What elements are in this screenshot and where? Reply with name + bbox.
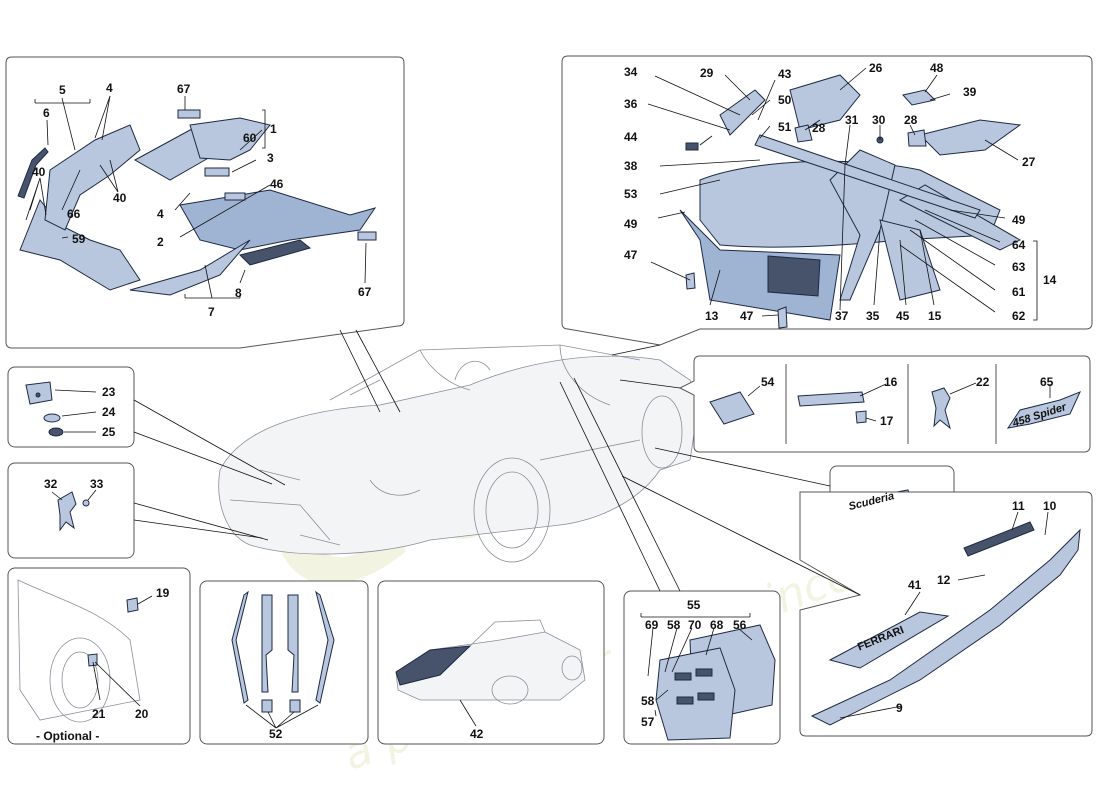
label-37: 37 xyxy=(835,309,849,323)
label-31: 31 xyxy=(845,113,859,127)
label-17: 17 xyxy=(880,414,894,428)
panel-badge-front: 23 24 25 xyxy=(7,366,135,448)
optional-caption: - Optional - xyxy=(36,729,99,743)
label-5: 5 xyxy=(59,83,66,97)
label-21: 21 xyxy=(92,707,106,721)
callout-lines xyxy=(133,329,861,596)
panel-sill: 11 10 12 41 9 xyxy=(799,491,1093,737)
label-49a: 49 xyxy=(624,217,638,231)
label-3: 3 xyxy=(267,151,274,165)
label-62: 62 xyxy=(1012,309,1026,323)
panel-front-lining: 5 4 6 67 1 60 3 40 40 66 46 4 2 59 8 7 6… xyxy=(5,56,405,349)
label-63: 63 xyxy=(1012,260,1026,274)
label-27: 27 xyxy=(1022,155,1036,169)
label-65: 65 xyxy=(1040,375,1054,389)
label-23: 23 xyxy=(102,385,116,399)
panel-livery: 42 xyxy=(377,580,605,745)
label-28a: 28 xyxy=(812,121,826,135)
label-59: 59 xyxy=(72,232,86,246)
label-52: 52 xyxy=(269,727,283,741)
label-61: 61 xyxy=(1012,285,1026,299)
label-10: 10 xyxy=(1043,499,1057,513)
label-58b: 58 xyxy=(641,694,655,708)
label-41: 41 xyxy=(908,578,922,592)
label-1: 1 xyxy=(270,122,277,136)
label-15: 15 xyxy=(928,309,942,323)
label-34: 34 xyxy=(624,65,638,79)
panel-emblems: 54 16 17 22 65 xyxy=(678,355,1091,453)
label-55: 55 xyxy=(687,598,701,612)
label-14: 14 xyxy=(1043,273,1057,287)
label-22: 22 xyxy=(976,375,990,389)
label-70: 70 xyxy=(688,618,702,632)
label-68: 68 xyxy=(710,618,724,632)
label-66: 66 xyxy=(67,207,81,221)
label-57: 57 xyxy=(641,715,655,729)
label-29: 29 xyxy=(700,66,714,80)
label-6: 6 xyxy=(43,106,50,120)
label-69: 69 xyxy=(645,618,659,632)
label-9: 9 xyxy=(896,701,903,715)
label-16: 16 xyxy=(884,375,898,389)
label-35: 35 xyxy=(866,309,880,323)
panel-stripes: 52 xyxy=(199,580,369,745)
label-12: 12 xyxy=(937,573,951,587)
label-40a: 40 xyxy=(32,165,46,179)
label-26: 26 xyxy=(869,61,883,75)
panel-optional-shields: 19 21 20 - Optional - xyxy=(7,567,191,745)
label-43: 43 xyxy=(778,67,792,81)
label-11: 11 xyxy=(1012,499,1025,513)
label-58a: 58 xyxy=(667,618,681,632)
label-25: 25 xyxy=(102,425,116,439)
label-20: 20 xyxy=(135,707,149,721)
label-4b: 4 xyxy=(157,207,164,221)
car-outline xyxy=(218,344,697,563)
label-13: 13 xyxy=(705,309,719,323)
label-56: 56 xyxy=(733,618,747,632)
panel-mats: 55 69 58 70 68 56 58 57 xyxy=(623,590,781,745)
label-19: 19 xyxy=(156,586,170,600)
label-47a: 47 xyxy=(624,248,638,262)
label-64: 64 xyxy=(1012,238,1026,252)
label-36: 36 xyxy=(624,97,638,111)
label-47b: 47 xyxy=(740,309,754,323)
label-44: 44 xyxy=(624,130,638,144)
label-8: 8 xyxy=(235,286,242,300)
label-28b: 28 xyxy=(904,113,918,127)
label-48: 48 xyxy=(930,61,944,75)
label-24: 24 xyxy=(102,405,116,419)
label-2: 2 xyxy=(157,235,164,249)
label-46: 46 xyxy=(270,177,284,191)
panel-engine-lining: 34 29 43 26 48 39 36 50 31 30 28 28 51 4… xyxy=(561,55,1093,346)
label-4a: 4 xyxy=(106,81,113,95)
label-40b: 40 xyxy=(113,191,127,205)
label-49b: 49 xyxy=(1012,213,1026,227)
label-30: 30 xyxy=(872,113,886,127)
label-42: 42 xyxy=(470,727,484,741)
label-60: 60 xyxy=(243,131,257,145)
label-33: 33 xyxy=(90,477,104,491)
label-38: 38 xyxy=(624,159,638,173)
label-39: 39 xyxy=(963,85,977,99)
label-67a: 67 xyxy=(177,82,191,96)
label-67b: 67 xyxy=(358,285,372,299)
label-45: 45 xyxy=(896,309,910,323)
label-32: 32 xyxy=(44,477,58,491)
label-53: 53 xyxy=(624,187,638,201)
label-54: 54 xyxy=(761,375,775,389)
panel-horse-badge: 32 33 xyxy=(7,462,135,559)
label-51: 51 xyxy=(778,120,792,134)
label-50: 50 xyxy=(778,93,792,107)
label-7: 7 xyxy=(208,305,215,319)
